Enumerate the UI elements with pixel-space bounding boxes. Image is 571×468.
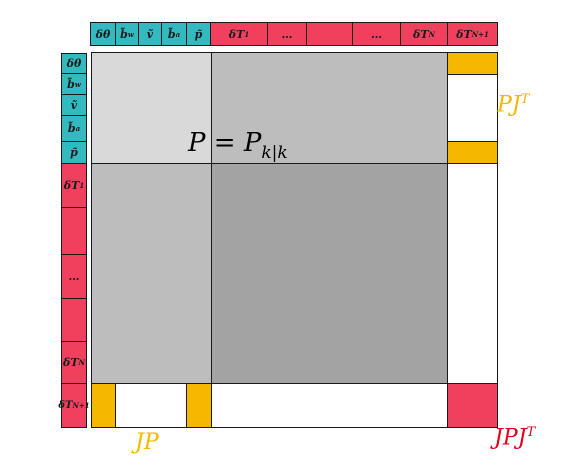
left-header-cell-ba: b̃a bbox=[61, 115, 87, 142]
left-header-label: b̃ bbox=[67, 122, 76, 135]
left-header-label: … bbox=[68, 270, 80, 283]
top-header-cell-ellipsis-2: … bbox=[352, 22, 401, 46]
top-header-sub: N+1 bbox=[471, 29, 489, 39]
top-header-label: δθ bbox=[95, 27, 111, 41]
equation-lhs: P bbox=[188, 128, 206, 158]
left-header-cell-blank-2 bbox=[61, 298, 87, 342]
top-header-sub: w bbox=[127, 29, 134, 39]
top-header-sub: a bbox=[175, 29, 181, 39]
top-header-cell-dtheta: δθ bbox=[90, 22, 116, 46]
left-header-sub: N+1 bbox=[72, 401, 90, 410]
label-jpjt-sup: T bbox=[526, 425, 536, 440]
top-header-cell-p: p̃ bbox=[186, 22, 211, 46]
block-pjt-bottom-yellow bbox=[447, 141, 498, 164]
left-header-label: b̃ bbox=[67, 77, 75, 91]
block-clones-pose bbox=[91, 163, 212, 384]
top-header-label: … bbox=[281, 27, 293, 41]
top-header-cell-v: ṽ bbox=[138, 22, 162, 46]
equation-subscript: k|k bbox=[261, 143, 288, 163]
label-pjt-main: PJ bbox=[497, 92, 521, 118]
top-header-label: δT bbox=[456, 27, 472, 41]
block-jp-left-yellow bbox=[91, 383, 116, 428]
block-pjt-column bbox=[447, 52, 498, 384]
top-header-label: ṽ bbox=[146, 27, 154, 41]
block-clones-clones bbox=[211, 163, 448, 384]
label-jpjt: JPJT bbox=[494, 425, 535, 450]
left-header-label: ṽ bbox=[70, 98, 78, 112]
block-pjt-top-yellow bbox=[447, 52, 498, 75]
top-header-label: … bbox=[371, 27, 382, 41]
block-pose-clones bbox=[211, 52, 448, 164]
top-header-label: b̃ bbox=[120, 27, 128, 41]
top-header-label: δT bbox=[228, 27, 245, 41]
top-header-label: δT bbox=[413, 27, 429, 41]
equation-rhs: P bbox=[243, 128, 262, 158]
left-header-sub: 1 bbox=[79, 181, 85, 190]
left-header-label: δT bbox=[63, 356, 79, 369]
label-pjt-sup: T bbox=[520, 92, 530, 107]
top-header-label: b̃ bbox=[167, 27, 176, 41]
left-header-cell-ellipsis: … bbox=[61, 254, 87, 299]
label-jp-main: JP bbox=[135, 430, 159, 455]
top-header-cell-bw: b̃w bbox=[115, 22, 139, 46]
block-pose-pose bbox=[91, 52, 212, 164]
top-header-cell-ba: b̃a bbox=[161, 22, 187, 46]
matrix-equation: P = Pk|k bbox=[188, 128, 288, 168]
left-header-cell-blank-1 bbox=[61, 207, 87, 255]
top-header-sub: 1 bbox=[244, 29, 250, 39]
top-header-label: p̃ bbox=[194, 27, 203, 41]
left-header-label: δT bbox=[63, 179, 80, 192]
block-jp-rest bbox=[211, 383, 448, 428]
block-jpjt-corner bbox=[447, 383, 498, 428]
left-header-sub: N bbox=[78, 358, 85, 367]
block-jp-right-yellow bbox=[186, 383, 212, 428]
equation-equals: = bbox=[213, 128, 236, 158]
left-header-cell-bw: b̃w bbox=[61, 73, 87, 95]
left-header-cell-v: ṽ bbox=[61, 94, 87, 116]
left-header-sub: w bbox=[74, 79, 81, 89]
label-pjt: PJT bbox=[497, 92, 529, 117]
left-header-label: δθ bbox=[66, 57, 82, 70]
top-header-cell-ellipsis-1: … bbox=[267, 22, 307, 46]
left-header-cell-dtheta: δθ bbox=[61, 53, 87, 74]
label-jpjt-main: JPJ bbox=[494, 425, 527, 451]
top-header-cell-blank bbox=[306, 22, 353, 46]
left-header-label: δT bbox=[58, 400, 73, 411]
left-header-sub: a bbox=[75, 124, 81, 133]
left-header-cell-p: p̃ bbox=[61, 141, 87, 164]
top-header-sub: N bbox=[428, 29, 435, 39]
left-header-label: p̃ bbox=[70, 146, 78, 159]
label-jp: JP bbox=[135, 430, 159, 455]
